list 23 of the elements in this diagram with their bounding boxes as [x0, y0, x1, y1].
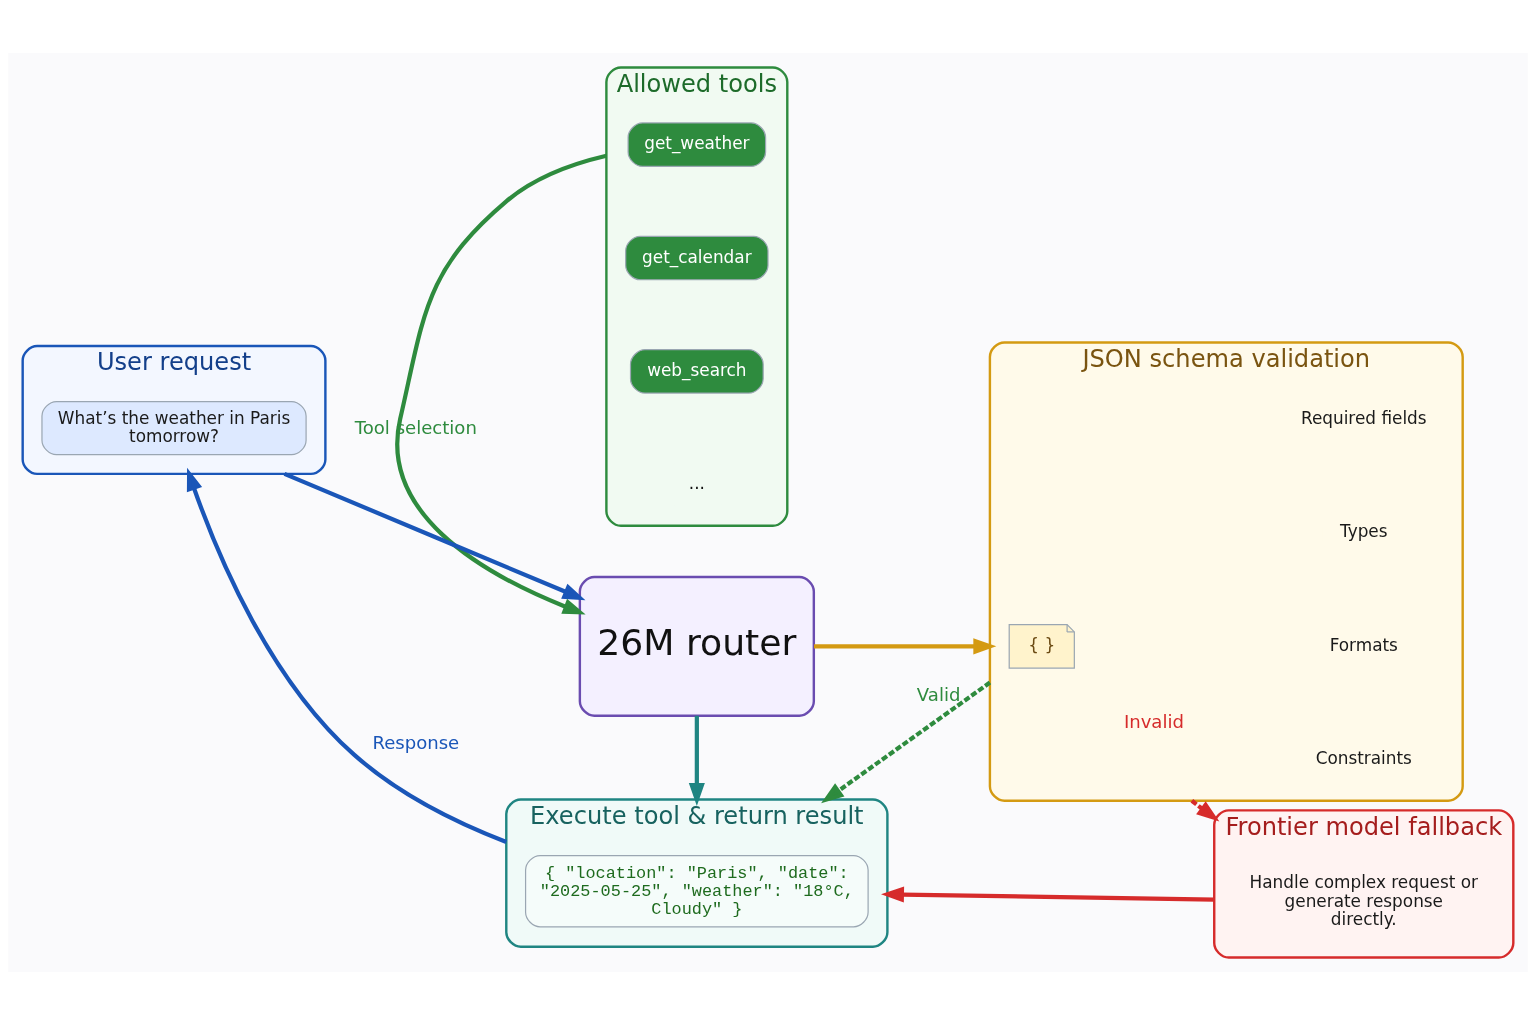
node-text: Constraints: [1315, 747, 1412, 768]
arrow: [821, 680, 992, 803]
node-box: 26M router: [578, 575, 816, 717]
node-text: Required fields: [1300, 407, 1427, 428]
arrow: [881, 886, 1215, 903]
node-box: web_search: [629, 348, 764, 394]
arrow: [688, 715, 705, 806]
node-box: { "location": "Paris", "date": "2025-05-25", "weather": "18°C, Cloudy" }: [525, 854, 869, 927]
arrow: [283, 471, 586, 600]
arrow: [1190, 798, 1220, 821]
edge-label: Valid: [916, 683, 961, 705]
edge-label: Response: [372, 731, 460, 753]
node-box: get_calendar: [625, 235, 769, 280]
edge-label: Invalid: [1123, 710, 1184, 732]
arrow: [814, 637, 997, 654]
node-text: Handle complex request or generate response directly.: [1249, 871, 1479, 929]
arrow: [395, 153, 607, 615]
node-box: What’s the weather in Paris tomorrow?: [41, 400, 307, 455]
node-text: Formats: [1329, 634, 1398, 655]
node-text: Types: [1340, 520, 1388, 541]
arrow: [186, 467, 508, 844]
node-box: get_weather: [627, 121, 767, 167]
node-text: ...: [688, 472, 705, 493]
